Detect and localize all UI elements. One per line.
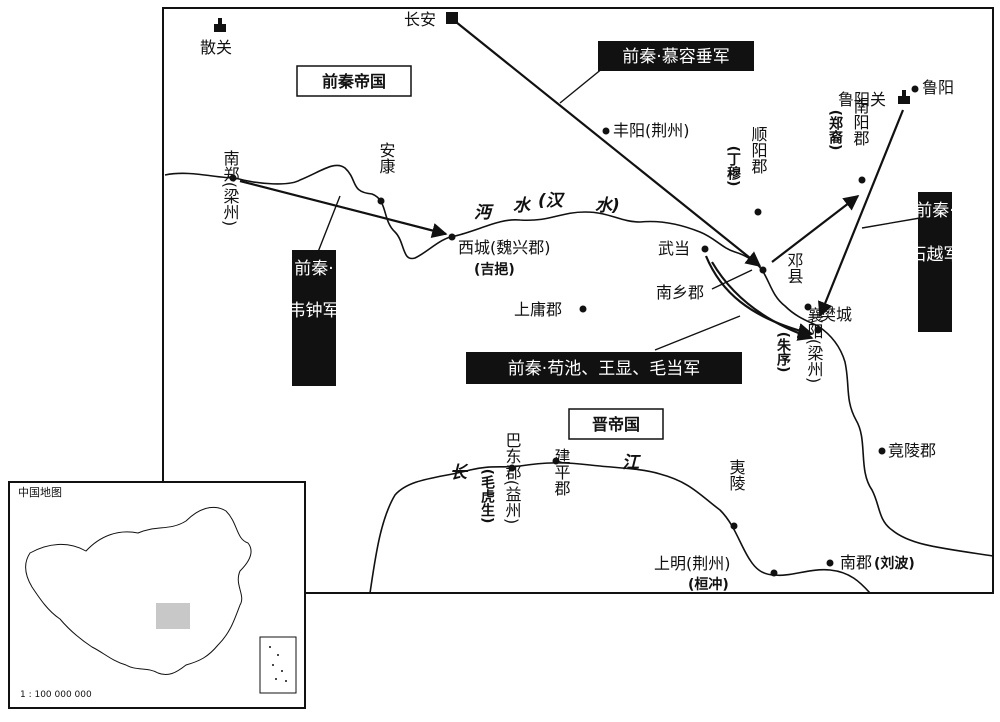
han-river xyxy=(164,164,994,557)
jin-empire-box xyxy=(568,408,664,440)
yangtze-label-1: 长 xyxy=(450,463,469,483)
place-luyang: 鲁阳 xyxy=(922,78,954,97)
south-sea-islands xyxy=(269,646,287,682)
murong-army-box xyxy=(598,41,754,71)
place-jianping: 建平郡 xyxy=(552,448,571,496)
place-shangming-note: (桓冲) xyxy=(688,576,729,593)
shi-army-label-a: 前秦· xyxy=(915,201,954,221)
wei-army-label-b: 韦钟军 xyxy=(289,301,340,321)
place-xicheng-note: (吉挹) xyxy=(474,261,515,278)
qin-empire-label: 前秦帝国 xyxy=(322,72,386,91)
wei-army-box xyxy=(292,250,336,386)
place-fancheng: 樊城 xyxy=(820,305,852,324)
place-badong: 巴东郡(益州) xyxy=(503,432,522,524)
wei-army-label-a: 前秦· xyxy=(294,259,333,279)
place-shangyong: 上庸郡 xyxy=(514,300,562,319)
place-nanyang-note: (郑裔) xyxy=(827,110,843,151)
inset-frame xyxy=(8,481,306,709)
place-sanguan: 散关 xyxy=(200,38,232,57)
place-nanzheng: 南郑(梁州) xyxy=(221,150,240,226)
inset-scale: 1 : 100 000 000 xyxy=(20,690,92,700)
leader-lines xyxy=(317,67,921,351)
gou-army-label: 前秦·苟池、王显、毛当军 xyxy=(508,359,700,379)
place-ankang: 安康 xyxy=(377,142,396,174)
china-outline xyxy=(25,506,252,676)
inset-title: 中国地图 xyxy=(18,486,62,499)
china-inset-map: 中国地图 1 : 100 000 000 xyxy=(8,481,306,709)
place-shangming: 上明(荆州) xyxy=(654,554,731,573)
jin-empire-label: 晋帝国 xyxy=(592,415,640,434)
place-wudang: 武当 xyxy=(658,239,690,258)
shi-army-box xyxy=(918,192,952,332)
murong-army-label: 前秦·慕容垂军 xyxy=(622,47,729,67)
place-nanyang: 南阳郡 xyxy=(851,98,870,146)
qin-empire-box xyxy=(296,65,412,97)
place-nanxiang: 南乡郡 xyxy=(656,283,704,302)
place-xiangyang: 襄阳(梁州) xyxy=(805,306,824,383)
yangtze-label-2: 江 xyxy=(622,453,641,473)
place-shunyang-note: (丁穆) xyxy=(725,146,741,187)
han-river-label-4: 水) xyxy=(595,196,620,216)
luyangguan-pass-icon xyxy=(898,90,910,104)
place-yiling: 夷陵 xyxy=(727,459,746,491)
han-river-label-1: 沔 xyxy=(474,203,494,223)
place-xiangyang-note: (朱序) xyxy=(775,332,791,373)
han-river-label-3: (汉 xyxy=(538,191,566,211)
place-nanjun: 南郡 xyxy=(840,553,872,572)
yangtze-river xyxy=(369,462,871,594)
city-dots xyxy=(229,85,919,577)
place-badong-note: (毛虎生) xyxy=(479,469,495,524)
region-highlight xyxy=(156,603,190,629)
gou-army-box xyxy=(466,352,742,384)
place-fengyang: 丰阳(荆州) xyxy=(613,121,690,140)
place-shunyang: 顺阳郡 xyxy=(749,126,768,174)
place-jingling: 竟陵郡 xyxy=(888,441,936,460)
changan-capital-icon xyxy=(446,12,458,24)
place-dengxian: 邓县 xyxy=(785,252,804,284)
place-nanjun-note: (刘波) xyxy=(874,555,915,572)
south-sea-inset xyxy=(259,636,297,694)
army-arrows xyxy=(239,21,905,341)
place-changan: 长安 xyxy=(404,10,436,29)
han-river-label-2: 水 xyxy=(513,196,532,216)
place-xicheng: 西城(魏兴郡) xyxy=(458,238,551,257)
shi-army-label-b: 石越军 xyxy=(910,245,961,265)
place-luyangguan: 鲁阳关 xyxy=(838,90,886,109)
sanguan-pass-icon xyxy=(214,18,226,32)
